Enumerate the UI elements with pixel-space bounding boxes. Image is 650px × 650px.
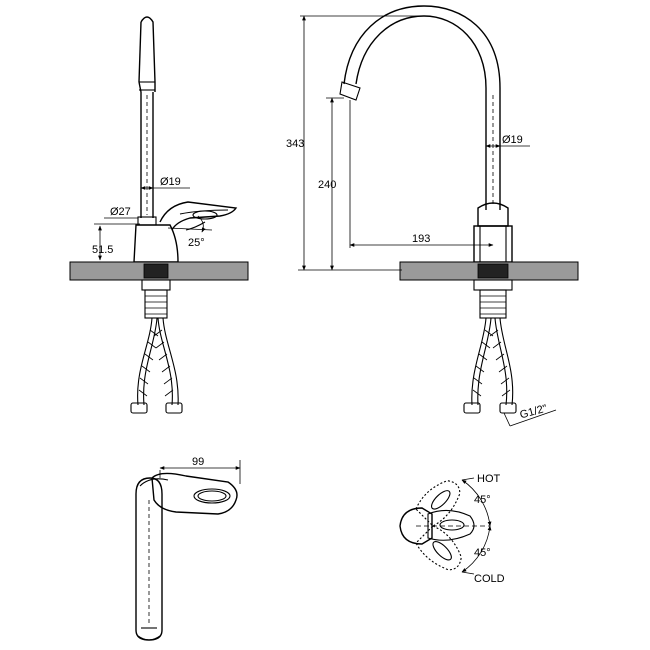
front-reach-label: 193 — [412, 233, 430, 245]
side-dia19-label: Ø19 — [160, 176, 181, 188]
side-handle-lever — [159, 201, 238, 231]
top-dim-length: 99 — [159, 456, 241, 484]
cold-label: COLD — [474, 573, 505, 585]
front-view: 343 240 193 Ø19 G1/2" — [286, 5, 579, 427]
handle-rotation-view: HOT 45° 45° COLD — [399, 473, 505, 585]
side-dim-angle: 25° — [167, 215, 213, 249]
side-collar — [137, 216, 157, 226]
cold-angle-label: 45° — [474, 547, 491, 559]
front-supply-hoses — [463, 317, 517, 414]
front-dia19-label: Ø19 — [502, 134, 523, 146]
top-handle — [151, 472, 238, 515]
front-body — [473, 202, 513, 263]
front-dim-total-height: 343 — [286, 15, 424, 271]
front-dim-dia19: Ø19 — [485, 134, 530, 148]
side-dim-height: 51.5 — [92, 223, 140, 261]
side-dim-dia27: Ø27 — [104, 206, 138, 219]
side-dia27-label: Ø27 — [110, 206, 131, 218]
handle-position-cold — [415, 525, 462, 571]
side-dim-dia19: Ø19 — [140, 176, 190, 190]
front-gooseneck-spout — [339, 5, 501, 210]
front-spout-height-label: 240 — [318, 179, 336, 191]
front-dim-thread: G1/2" — [503, 403, 557, 427]
side-mount-nut — [143, 263, 169, 279]
front-total-height-label: 343 — [286, 138, 304, 150]
side-angle-label: 25° — [188, 237, 205, 249]
handle-position-hot — [415, 480, 461, 527]
front-dim-reach: 193 — [349, 100, 494, 248]
front-mount-nut — [477, 263, 509, 279]
side-spout — [138, 16, 156, 218]
top-view: 99 — [135, 456, 241, 641]
top-length-label: 99 — [192, 456, 204, 468]
hot-label: HOT — [477, 473, 501, 485]
side-height-label: 51.5 — [92, 244, 113, 256]
side-body — [133, 224, 179, 263]
front-dim-spout-height: 240 — [318, 97, 344, 271]
side-view: Ø19 Ø27 51.5 25° — [69, 16, 249, 414]
hot-angle-label: 45° — [474, 494, 491, 506]
front-thread-shank — [473, 279, 513, 319]
front-thread-label: G1/2" — [519, 403, 549, 422]
side-supply-hoses — [130, 317, 183, 414]
side-thread-shank — [141, 279, 171, 319]
